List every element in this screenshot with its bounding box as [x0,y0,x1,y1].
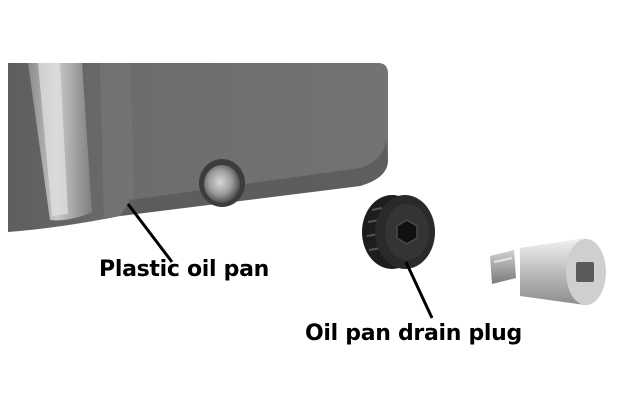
hex-socket-tool [490,238,606,305]
pan-lower-lip [120,140,388,216]
pan-rib-highlight [38,63,68,216]
drain-plug-label: Oil pan drain plug [305,321,522,346]
socket-square-drive [576,262,594,282]
drain-plug-leader-line [404,261,434,319]
plug-hex-socket [396,219,418,245]
hex-bit-edge [493,257,513,263]
plug-thread-lines [366,207,383,251]
hex-bit [490,250,516,284]
drain-hole [204,165,240,203]
pan-side-shade [100,63,135,218]
plastic-oil-pan [8,63,388,232]
oil-pan-drain-plug [362,195,435,269]
oil-pan-label: Plastic oil pan [99,257,269,282]
oil-pan-leader-line [126,203,174,263]
